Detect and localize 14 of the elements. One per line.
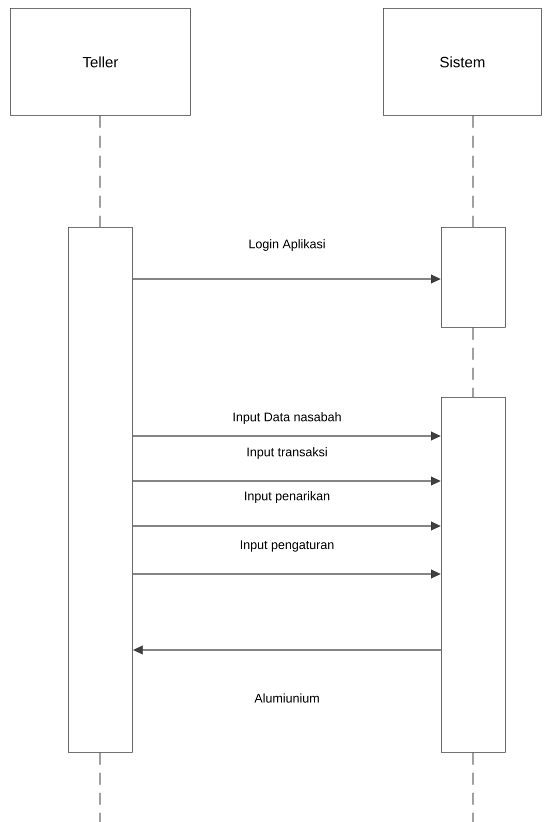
lifeline-box: Sistem [383, 8, 542, 116]
edge-label: Input pengaturan [238, 539, 336, 553]
activation-bar [441, 227, 506, 328]
edge-label: Alumiunium [253, 692, 321, 704]
activation-bar [68, 227, 133, 753]
lifeline [472, 752, 474, 822]
lifeline [472, 115, 474, 228]
lifeline-box: Teller [10, 8, 191, 116]
edge-label: Input Data nasabah [231, 411, 343, 425]
lifeline [472, 327, 474, 398]
activation-bar [441, 397, 506, 753]
edge-label: Input penarikan [242, 490, 332, 504]
edge-label: Login Aplikasi [247, 238, 327, 252]
edge-label: Input transaksi [245, 446, 329, 460]
